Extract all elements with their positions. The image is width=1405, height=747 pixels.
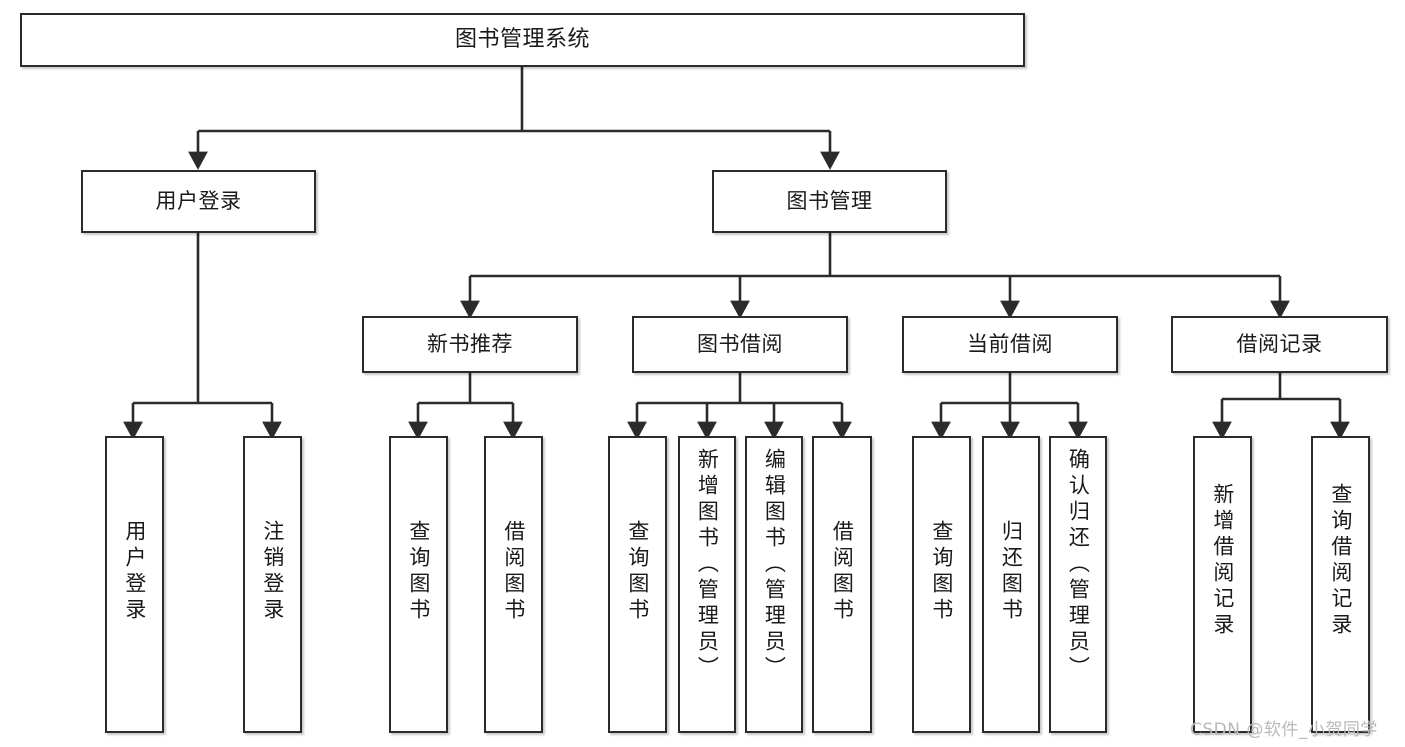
node-leaf-edit-book-admin[interactable]: 编辑图书（管理员） bbox=[745, 436, 803, 733]
node-new-book-recommend[interactable]: 新书推荐 bbox=[362, 316, 578, 373]
node-label: 新增图书（管理员） bbox=[695, 448, 720, 682]
node-leaf-query-book-current[interactable]: 查询图书 bbox=[912, 436, 971, 733]
node-label: 用户登录 bbox=[122, 520, 147, 624]
node-label: 当前借阅 bbox=[967, 332, 1053, 357]
node-label: 注销登录 bbox=[260, 520, 285, 624]
node-label: 图书管理系统 bbox=[454, 27, 590, 53]
node-leaf-user-logout[interactable]: 注销登录 bbox=[243, 436, 302, 733]
node-label: 查询图书 bbox=[929, 520, 954, 624]
node-leaf-borrow-book[interactable]: 借阅图书 bbox=[812, 436, 872, 733]
node-label: 用户登录 bbox=[155, 189, 242, 214]
node-current-borrow[interactable]: 当前借阅 bbox=[902, 316, 1118, 373]
node-leaf-query-book-borrow[interactable]: 查询图书 bbox=[608, 436, 667, 733]
node-leaf-user-login[interactable]: 用户登录 bbox=[105, 436, 164, 733]
node-label: 查询图书 bbox=[406, 520, 431, 624]
node-label: 新增借阅记录 bbox=[1210, 483, 1235, 639]
node-label: 新书推荐 bbox=[427, 332, 513, 357]
node-borrow-record[interactable]: 借阅记录 bbox=[1171, 316, 1388, 373]
node-book-management[interactable]: 图书管理 bbox=[712, 170, 947, 233]
node-leaf-query-borrow-record[interactable]: 查询借阅记录 bbox=[1311, 436, 1370, 733]
node-label: 确认归还（管理员） bbox=[1066, 448, 1091, 682]
node-label: 查询借阅记录 bbox=[1328, 483, 1353, 639]
node-root-system[interactable]: 图书管理系统 bbox=[20, 13, 1025, 67]
node-label: 查询图书 bbox=[625, 520, 650, 624]
node-book-borrow[interactable]: 图书借阅 bbox=[632, 316, 848, 373]
node-label: 图书借阅 bbox=[697, 332, 783, 357]
node-user-login[interactable]: 用户登录 bbox=[81, 170, 316, 233]
node-label: 归还图书 bbox=[999, 520, 1024, 624]
node-leaf-return-book[interactable]: 归还图书 bbox=[982, 436, 1040, 733]
node-label: 借阅图书 bbox=[501, 520, 526, 624]
csdn-watermark: CSDN @软件_小贺同学 bbox=[1190, 720, 1378, 740]
node-label: 借阅图书 bbox=[830, 520, 855, 624]
node-label: 借阅记录 bbox=[1236, 332, 1323, 357]
node-leaf-confirm-return-admin[interactable]: 确认归还（管理员） bbox=[1049, 436, 1107, 733]
node-label: 图书管理 bbox=[786, 189, 873, 214]
node-leaf-add-borrow-record[interactable]: 新增借阅记录 bbox=[1193, 436, 1252, 733]
node-leaf-add-book-admin[interactable]: 新增图书（管理员） bbox=[678, 436, 736, 733]
node-leaf-query-book-recommend[interactable]: 查询图书 bbox=[389, 436, 448, 733]
node-label: 编辑图书（管理员） bbox=[762, 448, 787, 682]
node-leaf-borrow-book-recommend[interactable]: 借阅图书 bbox=[484, 436, 543, 733]
